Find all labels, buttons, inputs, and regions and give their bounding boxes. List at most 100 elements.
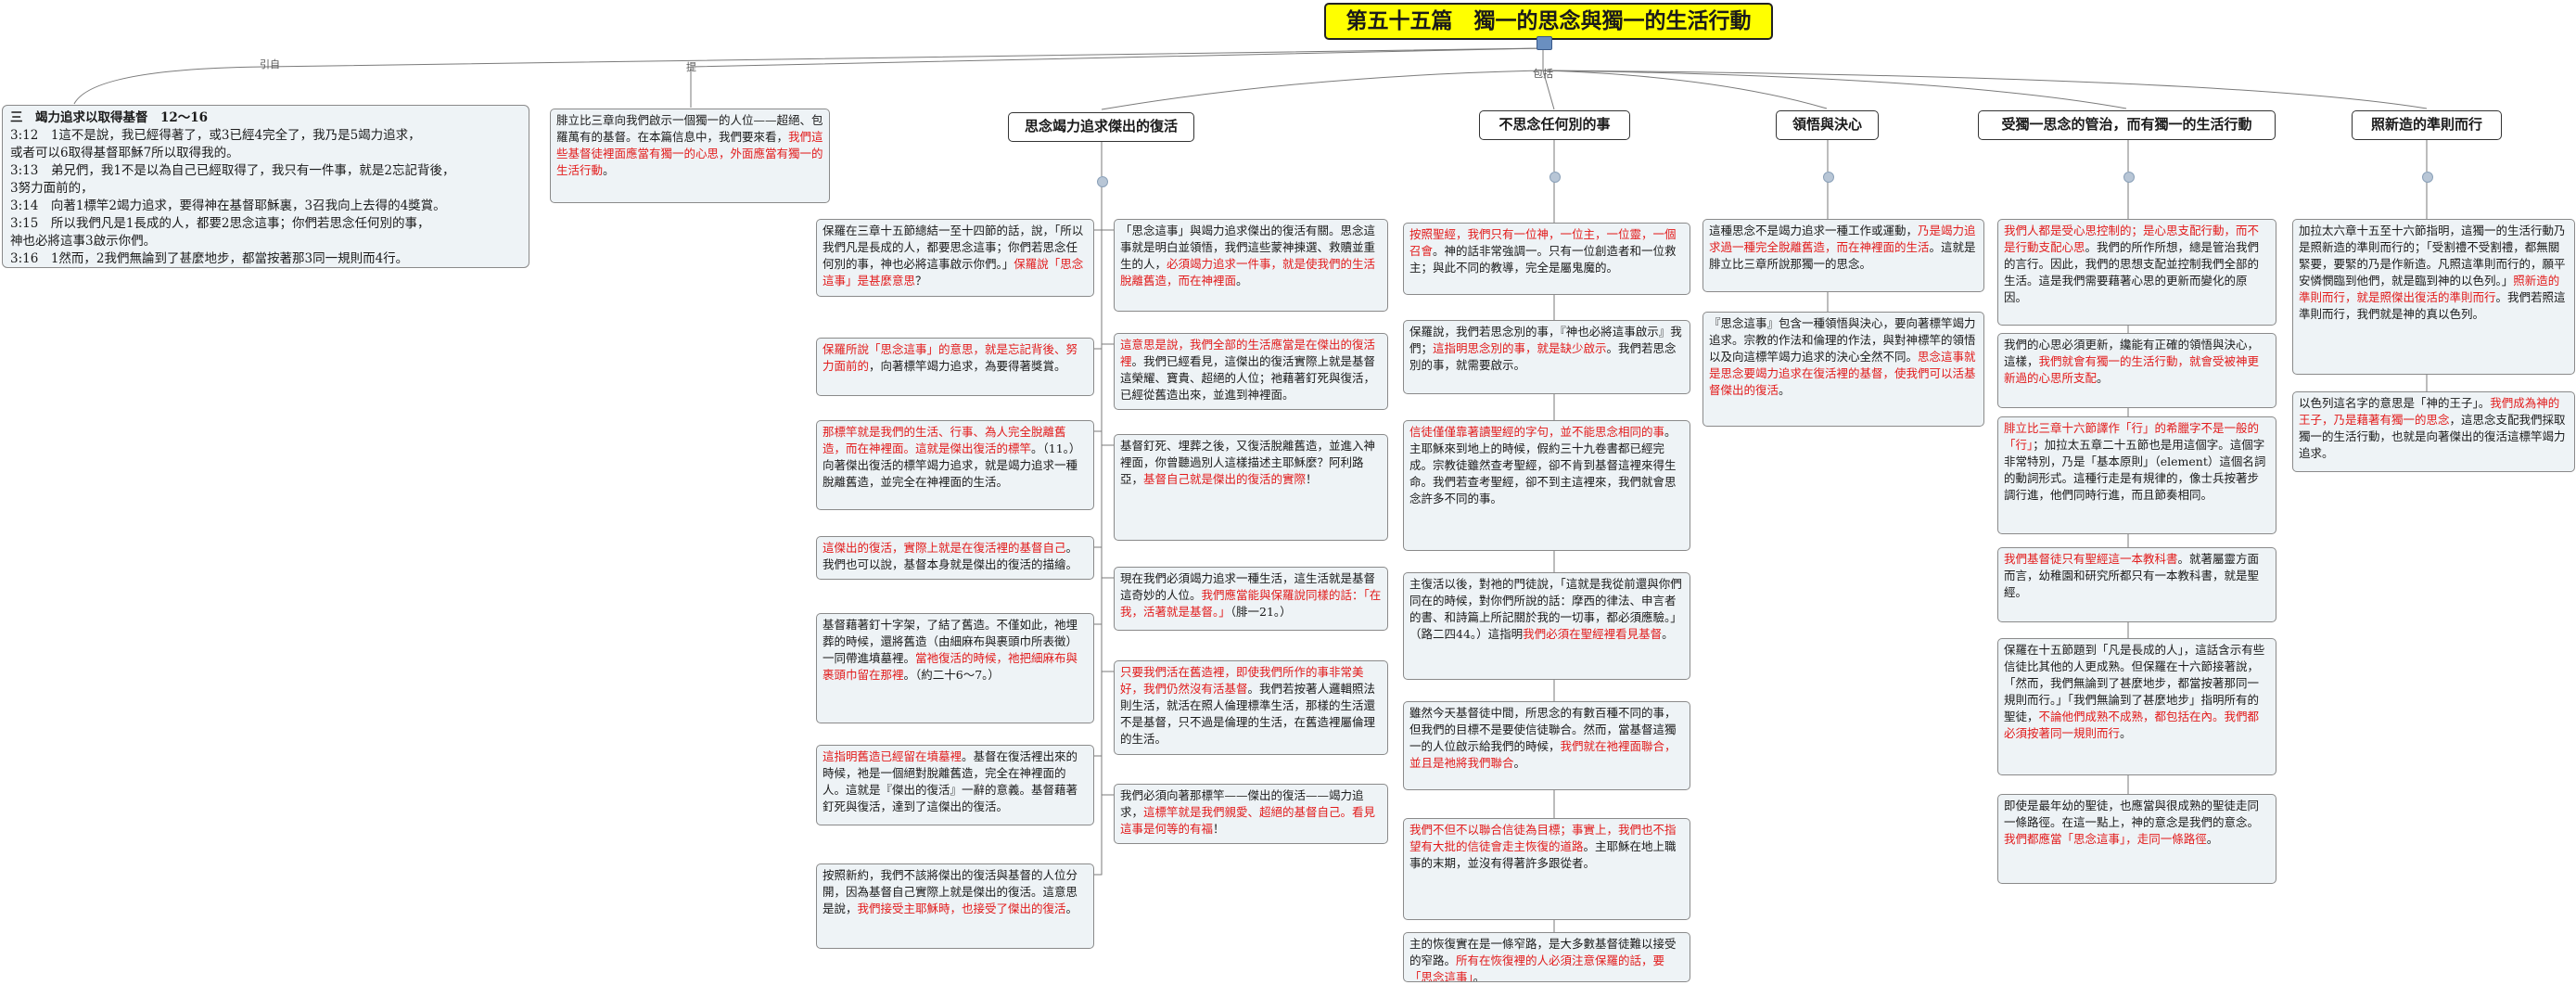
branch-label-yin: 引自 [260,58,280,70]
note-text: 。我們的所作所想，總是管治我們的言行。因此，我們的思想支配並控制我們全部的生活。… [2004,240,2260,304]
connector [73,47,1544,105]
note-text: 。就著屬靈方面而言，幼稚園和研究所都只有一本教科書，就是聖經。 [2004,552,2260,599]
highlighted-text: 我們就會有獨一的生活行動，就會受被神更新過的心思所支配 [2004,354,2260,385]
branch-dot-c3 [1823,172,1834,183]
note-text: 。我們若按著人邏輯照法則生活，就活在照人倫理標準生活，那樣的生活還不是基督，只不… [1120,682,1376,746]
note-c2-1[interactable]: 保羅說，我們若思念別的事，『神也必將這事啟示』我們；這指明思念別的事，就是缺少啟… [1403,320,1690,394]
highlighted-text: 這指明思念別的事，就是缺少啟示 [1433,341,1607,355]
note-c1b-0[interactable]: 「思念這事」與竭力追求傑出的復活有關。思念這事就是明白並領悟，我們這些蒙神揀選、… [1114,219,1388,312]
note-c3-0[interactable]: 這種思念不是竭力追求一種工作或運動，乃是竭力追求過一種完全脫離舊造，而在神裡面的… [1702,219,1984,292]
note-c2-4[interactable]: 雖然今天基督徒中間，所思念的有數百種不同的事，但我們的目標不是要使信徒聯合。然而… [1403,701,1690,790]
note-c4-2[interactable]: 腓立比三章十六節譯作「行」的希臘字不是一般的「行」；加拉太五章二十五節也是用這個… [1997,416,2276,534]
central-topic-title[interactable]: 第五十五篇 獨一的思念與獨一的生活行動 [1324,3,1773,40]
note-text: 保羅在十五節題到「凡是長成的人」，這話含示有些信徒比其他的人更成熟。但保羅在十六… [2004,643,2265,723]
highlighted-text: 這傑出的復活，實際上就是在復活裡的基督自己 [823,541,1066,555]
connector [1101,185,1114,579]
note-text: 即使是最年幼的聖徒，也應當與很成熟的聖徒走同一條路徑。在這一點上，神的意念是我們… [2004,799,2260,829]
note-c1b-2[interactable]: 基督釘死、埋葬之後，又復活脫離舊造，並進入神裡面，你曾聽過別人這樣描述主耶穌麼？… [1114,434,1388,541]
topic-one-mind-one-walk[interactable]: 受獨一思念的管治，而有獨一的生活行動 [1978,110,2276,140]
note-text: ，向著標竿竭力追求，為要得著獎賞。 [869,359,1066,373]
note-text: （腓一21。） [1230,605,1292,619]
intro-note[interactable]: 腓立比三章向我們啟示一個獨一的人位——超絕、包羅萬有的基督。在本篇信息中，我們要… [550,109,830,203]
note-text: 我們必須向著那標竿——傑出的復活——竭力追求， [1120,788,1364,819]
note-c4-4[interactable]: 保羅在十五節題到「凡是長成的人」，這話含示有些信徒比其他的人更成熟。但保羅在十六… [1997,638,2276,775]
topic-resurrection[interactable]: 思念竭力追求傑出的復活 [1008,112,1194,142]
note-text: 。主耶穌在地上職事的末期，並沒有得著許多跟從者。 [1409,839,1677,870]
topic-realization[interactable]: 領悟與決心 [1776,110,1879,140]
branch-dot-c1 [1097,176,1108,187]
note-c4-3[interactable]: 我們基督徒只有聖經這一本教科書。就著屬靈方面而言，幼稚園和研究所都只有一本教科書… [1997,547,2276,622]
note-text: 這種思念不是竭力追求一種工作或運動， [1709,224,1919,237]
note-c1b-5[interactable]: 我們必須向著那標竿——傑出的復活——竭力追求，這標竿就是我們親愛、超絕的基督自己… [1114,784,1388,844]
connector [1101,185,1114,672]
scripture-lines: 3:12 1這不是說，我已經得著了，或3已經4完全了，我乃是5竭力追求，或者可以… [10,127,521,268]
note-c1a-4[interactable]: 基督藉著釘十字架，了結了舊造。不僅如此，祂埋葬的時候，還將舊造（由細麻布與裹頭巾… [816,613,1094,723]
connector [1094,185,1103,231]
note-c2-3[interactable]: 主復活以後，對祂的門徒說，「這就是我從前還與你們同在的時候，對你們所說的話：摩西… [1403,572,1690,680]
note-c1a-6[interactable]: 按照新約，我們不該將傑出的復活與基督的人位分開，因為基督自己實際上就是傑出的復活… [816,863,1094,949]
note-text: 。 [1662,627,1674,641]
note-c1a-1[interactable]: 保羅所說「思念這事」的意思，就是忘記背後、努力面前的，向著標竿竭力追求，為要得著… [816,338,1094,396]
connector [1094,185,1103,625]
note-c1b-1[interactable]: 這意思是說，我們全部的生活應當是在傑出的復活裡。我們已經看見，這傑出的復活實際上… [1114,333,1388,410]
scripture-line: 3:16 1然而，2我們無論到了甚麼地步，都當按著那3同一規則而4行。 [10,251,409,266]
note-c4-0[interactable]: 我們人都是受心思控制的；是心思支配行動，而不是行動支配心思。我們的所作所想，總是… [1997,219,2276,326]
note-text: 按照新約，我們不該將傑出的復活與基督的人位分開，因為基督自己實際上就是傑出的復活… [823,868,1078,915]
note-c1a-2[interactable]: 那標竿就是我們的生活、行事、為人完全脫離舊造，而在神裡面。這就是傑出復活的標竿。… [816,420,1094,510]
note-text: 保羅說，我們若思念別的事，『神也必將這事啟示』我們； [1409,325,1682,355]
scripture-line: 3:13 弟兄們，我1不是以為自己已經取得了，我只有一件事，就是2忘記背後， [10,163,455,178]
note-text: 。我們已經看見，這傑出的復活實際上就是基督這榮耀、寶貴、超絕的人位；祂藉著釘死與… [1120,354,1376,402]
note-text: ！ [1213,822,1225,836]
connector [1094,185,1103,876]
topic-walk-by-rule[interactable]: 照新造的準則而行 [2352,110,2502,140]
note-text: 。這就是腓立比三章所說那獨一的思念。 [1709,240,1976,271]
note-text: 。 [1473,970,1486,982]
note-c2-6[interactable]: 主的恢復實在是一條窄路，是大多數基督徒難以接受的窄路。所有在恢復裡的人必須注意保… [1403,932,1690,982]
scripture-line: 神也必將這事3啟示你們。 [10,234,157,249]
highlighted-text: 按照聖經，我們只有一位神，一位主，一位靈，一個召會 [1409,227,1677,258]
notes-icon [1537,36,1552,50]
highlighted-text: 我們基督徒只有聖經這一本教科書 [2004,552,2178,566]
note-c1a-5[interactable]: 這指明舊造已經留在墳墓裡。基督在復活裡出來的時候，祂是一個絕對脫離舊造，完全在神… [816,745,1094,825]
note-text: 。我們若思念別的事，就需要啟示。 [1409,341,1677,372]
note-text: 。我們也可以說，基督本身就是傑出的復活的描繪。 [823,541,1078,571]
note-c1a-0[interactable]: 保羅在三章十五節總結一至十四節的話，說，「所以我們凡是長成的人，都要思念這事；你… [816,219,1094,297]
note-c3-1[interactable]: 『思念這事』包含一種領悟與決心，要向著標竿竭力追求。宗教的作法和倫理的作法，與對… [1702,312,1984,427]
note-c2-0[interactable]: 按照聖經，我們只有一位神，一位主，一位靈，一個召會。神的話非常強調一。只有一位創… [1403,223,1690,295]
connector [1542,70,2127,109]
note-c1b-3[interactable]: 現在我們必須竭力追求一種生活，這生活就是基督這奇妙的人位。我們應當能與保羅說同樣… [1114,567,1388,631]
highlighted-text: 基督自己就是傑出的復活的實際 [1143,472,1307,486]
note-text: 。基督在復活裡出來的時候，祂是一個絕對脫離舊造，完全在神裡面的人。這就是『傑出的… [823,749,1078,813]
note-text: ？ [915,274,927,288]
highlighted-text: 這意思是說，我們全部的生活應當是在傑出的復活裡 [1120,338,1376,368]
note-c4-5[interactable]: 即使是最年幼的聖徒，也應當與很成熟的聖徒走同一條路徑。在這一點上，神的意念是我們… [1997,794,2276,884]
note-text: ！ [1306,472,1318,486]
note-c2-5[interactable]: 我們不但不以聯合信徒為目標；事實上，我們也不指望有大批的信徒會走主恢復的道路。主… [1403,818,1690,920]
note-c4-1[interactable]: 我們的心思必須更新，纔能有正確的領悟與決心，這樣，我們就會有獨一的生活行動，就會… [1997,333,2276,408]
branch-dot-c5 [2422,172,2433,183]
connector [1101,185,1114,231]
note-text: 。（約二十6～7。） [903,668,1000,682]
highlighted-text: 那標竿就是我們的生活、行事、為人完全脫離舊造，而在神裡面。這就是傑出復活的標竿 [823,425,1066,455]
note-c1a-3[interactable]: 這傑出的復活，實際上就是在復活裡的基督自己。我們也可以說，基督本身就是傑出的復活… [816,536,1094,580]
scripture-line: 3:15 所以我們凡是1長成的人，都要2思念這事；你們若思念任何別的事， [10,216,430,231]
note-text: 主的恢復實在是一條窄路，是大多數基督徒難以接受的窄路。 [1409,937,1677,967]
note-text: 保羅在三章十五節總結一至十四節的話，說，「所以我們凡是長成的人，都要思念這事；你… [823,224,1084,271]
note-text: 。主耶穌來到地上的時候，假約三十九卷書都已經完成。宗教徒雖然查考聖經，卻不肯到基… [1409,425,1677,505]
topic-not-mind-other[interactable]: 不思念任何別的事 [1479,110,1630,140]
note-text: 我們的心思必須更新，纔能有正確的領悟與決心，這樣， [2004,338,2260,368]
note-c1b-4[interactable]: 只要我們活在舊造裡，即使我們所作的事非常美好，我們仍然沒有活基督。我們若按著人邏… [1114,660,1388,755]
note-text: 雖然今天基督徒中間，所思念的有數百種不同的事，但我們的目標不是要使信徒聯合。然而… [1409,706,1677,753]
scripture-note[interactable]: 三 竭力追求以取得基督 12～16 3:12 1這不是說，我已經得著了，或3已經… [2,105,529,268]
note-text: 。 [603,163,615,177]
note-c2-2[interactable]: 信徒僅僅靠著讀聖經的字句，並不能思念相同的事。主耶穌來到地上的時候，假約三十九卷… [1403,420,1690,551]
highlighted-text: 這標竿就是我們親愛、超絕的基督自己。看見這事是何等的有福 [1120,805,1376,836]
note-c5-1[interactable]: 以色列這名字的意思是「神的王子」。我們成為神的王子，乃是藉著有獨一的思念，這思念… [2292,391,2575,472]
highlighted-text: 我們就在祂裡面聯合，並且是祂將我們聯合 [1409,739,1677,770]
connector [1542,70,1828,109]
note-text: 。神的話非常強調一。只有一位創造者和一位救主；與此不同的教導，完全是屬鬼魔的。 [1409,244,1677,275]
note-text: ；加拉太五章二十五節也是用這個字。這個字非常特別，乃是「基本原則」（elemen… [2004,438,2266,502]
scripture-line: 3:12 1這不是說，我已經得著了，或3已經4完全了，我乃是5竭力追求， [10,128,421,143]
note-c5-0[interactable]: 加拉太六章十五至十六節指明，這獨一的生活行動乃是照新造的準則而行的；「受割禮不受… [2292,219,2575,375]
highlighted-text: 我們必須在聖經裡看見基督 [1523,627,1663,641]
